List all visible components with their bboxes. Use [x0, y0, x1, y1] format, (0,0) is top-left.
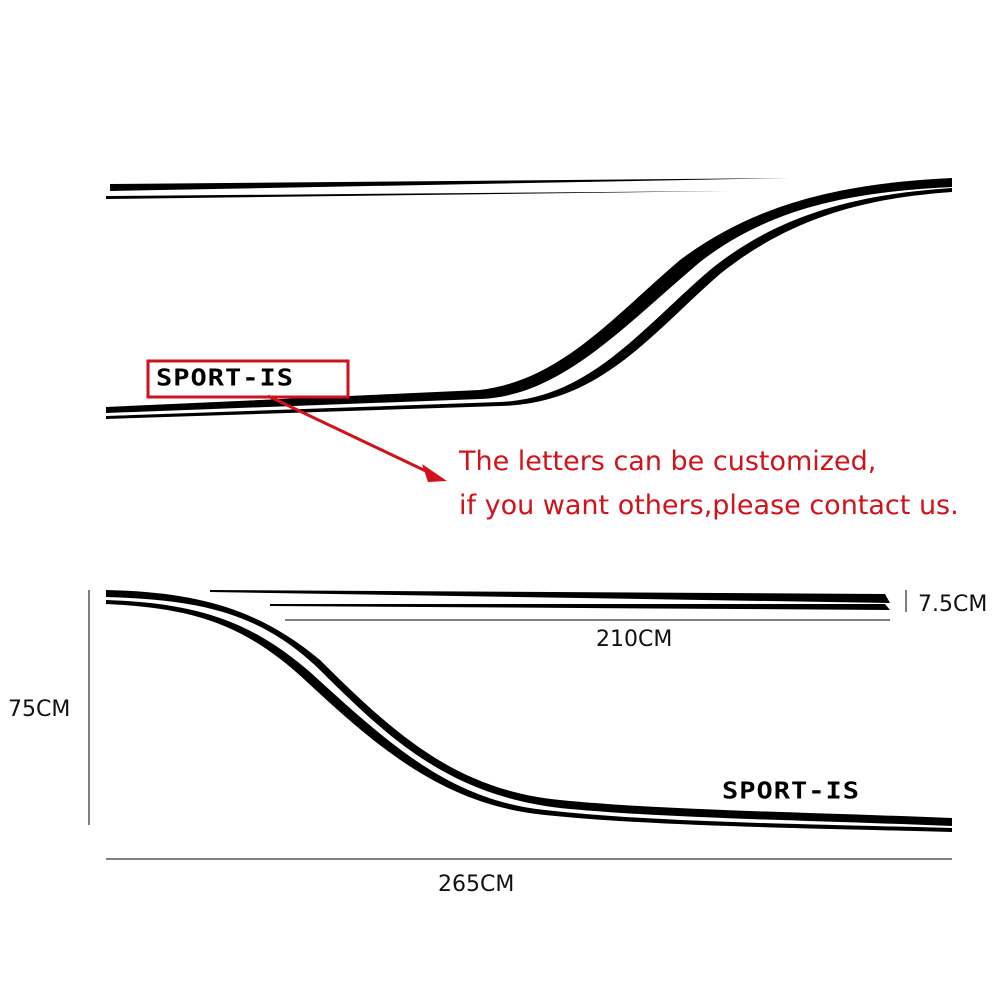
- callout-arrow: [267, 394, 447, 482]
- bottom-decal-lettering: SPORT-IS: [722, 778, 861, 805]
- upper-length-label: 210CM: [596, 627, 673, 652]
- total-length-label: 265CM: [438, 872, 515, 897]
- top-upper-stripes: [106, 178, 790, 199]
- customization-note-line-2: if you want others,please contact us.: [459, 490, 959, 521]
- highlight-box: [146, 359, 350, 399]
- customization-note-line-1: The letters can be customized,: [459, 446, 877, 477]
- height-label: 75CM: [8, 697, 71, 722]
- dimension-lines: [88, 590, 952, 860]
- stripe-width-label: 7.5CM: [918, 592, 988, 617]
- top-decal-lettering: SPORT-IS: [156, 365, 295, 392]
- bottom-upper-stripes: [210, 590, 890, 610]
